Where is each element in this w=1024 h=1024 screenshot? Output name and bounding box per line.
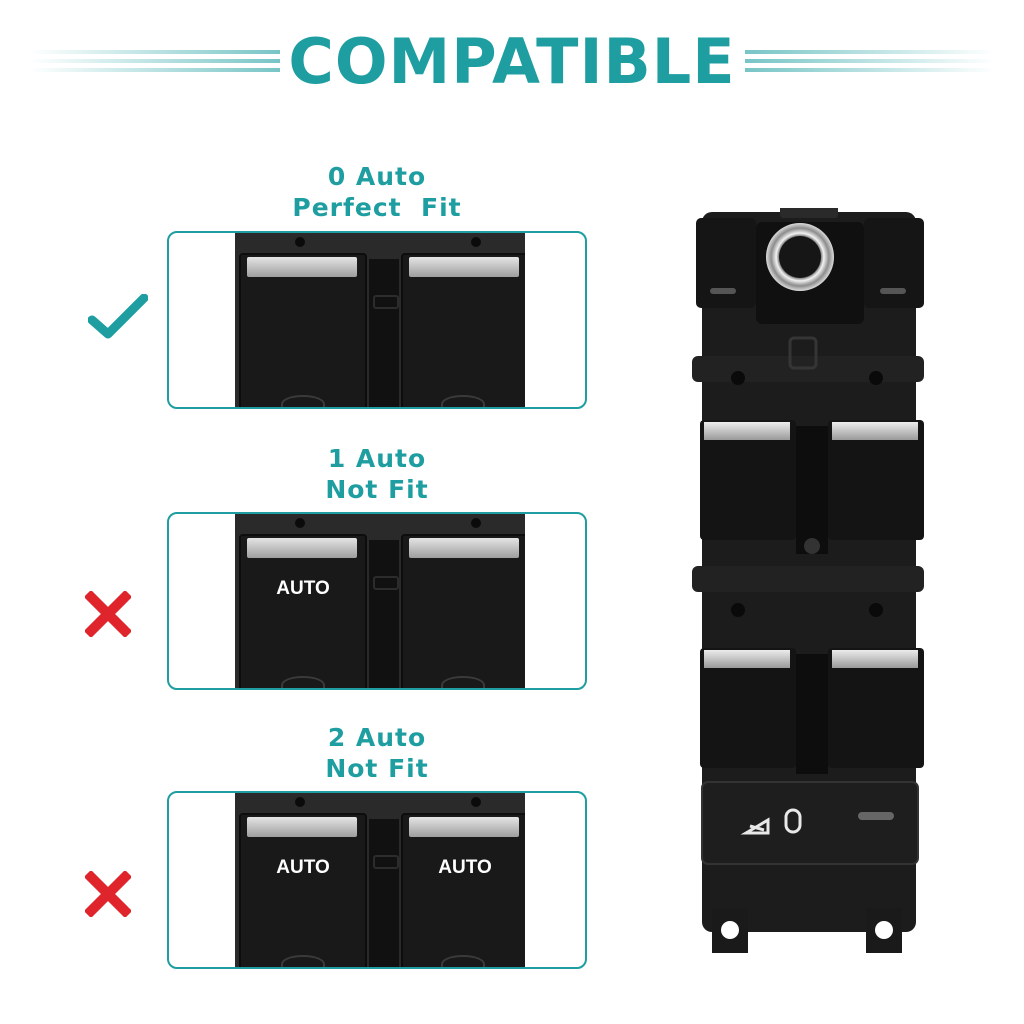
check-icon xyxy=(88,294,148,339)
option-3-line1: 2 Auto xyxy=(327,723,427,752)
switch-left xyxy=(239,253,367,407)
header-decoration-left xyxy=(30,50,280,72)
option-3-line2: Not Fit xyxy=(325,754,429,783)
window-switch-panel-image xyxy=(692,208,924,953)
header-decoration-right xyxy=(745,50,995,72)
option-3-frame: AUTO AUTO xyxy=(167,791,587,969)
auto-label: AUTO xyxy=(276,578,330,599)
switch-photo-crop: AUTO AUTO xyxy=(235,793,525,967)
x-icon xyxy=(85,871,131,917)
option-heading-3: 2 Auto Not Fit xyxy=(227,722,527,784)
x-icon xyxy=(85,591,131,637)
option-2-frame: AUTO xyxy=(167,512,587,690)
switch-right: AUTO xyxy=(401,813,525,967)
switch-photo-crop xyxy=(235,233,525,407)
option-2-line2: Not Fit xyxy=(325,475,429,504)
switch-right xyxy=(401,253,525,407)
auto-label-left: AUTO xyxy=(276,857,330,878)
switch-left: AUTO xyxy=(239,534,367,688)
auto-label-right: AUTO xyxy=(438,857,492,878)
switch-left: AUTO xyxy=(239,813,367,967)
option-1-line1: 0 Auto xyxy=(327,162,427,191)
option-1-frame xyxy=(167,231,587,409)
option-heading-2: 1 Auto Not Fit xyxy=(227,443,527,505)
switch-photo-crop: AUTO xyxy=(235,514,525,688)
option-1-line2: Perfect Fit xyxy=(292,193,462,222)
page-title: COMPATIBLE xyxy=(288,25,736,98)
option-2-line1: 1 Auto xyxy=(327,444,427,473)
option-heading-1: 0 Auto Perfect Fit xyxy=(227,161,527,223)
switch-right xyxy=(401,534,525,688)
